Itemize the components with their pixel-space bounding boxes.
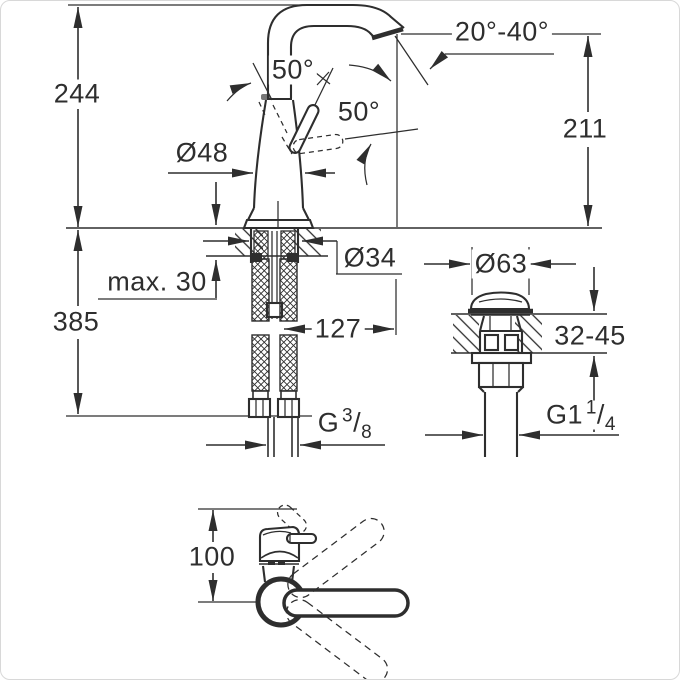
drain-flange xyxy=(470,351,533,365)
supply-hose-right xyxy=(279,258,298,322)
top-view-handle-dashed xyxy=(276,504,308,534)
dim-hose-length: 385 xyxy=(49,307,103,337)
top-view-joystick-pin xyxy=(285,532,318,545)
faucet-top-view xyxy=(255,504,410,679)
dim-body-diameter: Ø48 xyxy=(172,138,232,168)
hose-nut-left xyxy=(247,397,272,419)
countertop-section xyxy=(235,229,321,256)
dim-max-deck-thickness: max. 30 xyxy=(104,267,210,297)
dim-spout-height: 211 xyxy=(559,114,611,144)
dim-spout-projection: 127 xyxy=(311,314,365,344)
dim-drain-thread: G1 1/4 xyxy=(543,399,619,434)
dim-top-view-offset: 100 xyxy=(185,542,239,572)
dimension-lines xyxy=(73,7,619,601)
faucet-body xyxy=(242,94,315,230)
dim-aerator-angle-range: 20°-40° xyxy=(451,17,553,47)
supply-hose-left xyxy=(251,258,270,322)
mounting-shank-and-hoses xyxy=(247,229,301,457)
top-view-spout-swivel-up xyxy=(287,517,385,599)
dim-overall-height: 244 xyxy=(50,79,104,109)
dim-drain-flange-diameter: Ø63 xyxy=(471,249,531,279)
drain-cap xyxy=(469,291,531,311)
aerator-face xyxy=(371,26,404,41)
angle-annotations xyxy=(226,35,429,186)
drain-valve-view xyxy=(453,291,542,457)
top-view-spout-swivel-down xyxy=(285,599,389,679)
dim-handle-angle-top: 50° xyxy=(268,55,318,85)
dim-drain-deck-thickness: 32-45 xyxy=(551,321,629,351)
dim-handle-angle-side: 50° xyxy=(334,97,384,127)
faucet-front-view xyxy=(242,3,405,230)
drain-nut xyxy=(477,361,525,389)
top-view-spout xyxy=(282,588,410,618)
dim-deck-hole-diameter: Ø34 xyxy=(340,243,400,273)
dim-supply-thread: G 3/8 xyxy=(314,407,376,442)
hose-nut-right xyxy=(276,397,301,419)
spout xyxy=(266,3,405,98)
